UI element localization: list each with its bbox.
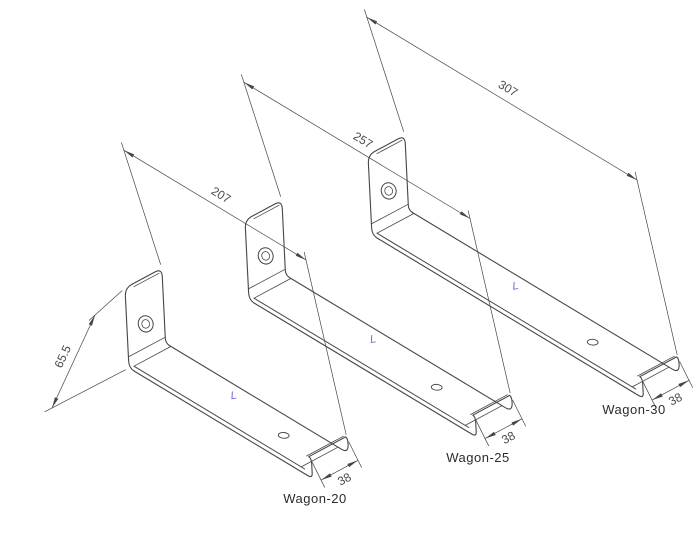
arm-bend-tangent-edge	[133, 346, 172, 367]
extension-line	[364, 9, 404, 132]
dimension-arrowhead	[485, 431, 496, 439]
plate-bend-tangent-edge	[128, 336, 166, 358]
dim-text-width: 38	[499, 428, 518, 447]
dimension-arrowhead	[366, 17, 378, 25]
dimension-line	[243, 81, 471, 219]
dimension-arrowhead	[52, 397, 59, 408]
dimension-arrowhead	[243, 82, 255, 90]
dim-text-height: 65.5	[51, 343, 74, 370]
dimension-arrowhead	[511, 418, 522, 426]
lip-bend-tangent-edge	[464, 405, 503, 426]
plate-top-thickness-edge	[133, 272, 160, 288]
arm-bend-tangent-edge	[253, 278, 292, 299]
dimension-arrowhead	[88, 315, 95, 326]
part-label: Wagon-30	[602, 402, 666, 417]
dimension-line	[51, 314, 96, 409]
bracket-outline	[244, 202, 513, 436]
dimension-arrowhead	[295, 252, 306, 260]
dimension-arrowhead	[459, 211, 470, 219]
arm-hole	[430, 383, 443, 391]
extension-line	[121, 142, 161, 265]
arm-near-top-edge	[376, 232, 637, 390]
bracket-group-wagon-30: 307 38 L Wagon-30	[364, 9, 693, 417]
dimension-line	[123, 149, 307, 261]
plate-hole	[380, 182, 397, 200]
extension-line	[88, 290, 123, 321]
arm-hole	[277, 432, 290, 439]
extension-line	[679, 361, 693, 388]
plate-hole	[257, 247, 274, 265]
plate-hole	[137, 315, 154, 333]
lip-top-inner-edge	[637, 355, 675, 377]
dimension-arrowhead	[652, 393, 663, 401]
extension-line	[634, 171, 678, 355]
arm-near-top-edge	[253, 297, 470, 428]
dimension-arrowhead	[626, 172, 637, 180]
dim-text-width: 38	[666, 390, 685, 409]
plate-hole-countersink	[384, 186, 394, 196]
dimension-arrowhead	[123, 150, 135, 158]
plate-bend-tangent-edge	[248, 268, 286, 290]
extension-line	[512, 400, 526, 427]
arm-hole	[586, 338, 599, 346]
orientation-mark: L	[369, 333, 377, 346]
bracket-outline	[367, 137, 680, 398]
lip-top-inner-edge	[306, 435, 344, 457]
dim-text-width: 38	[335, 470, 354, 489]
lip-top-inner-edge	[470, 394, 508, 415]
extension-line	[311, 461, 326, 488]
plate-top-thickness-edge	[376, 139, 403, 155]
extension-line	[303, 251, 347, 435]
bracket-group-wagon-25: 257 38 L Wagon-25	[241, 74, 526, 465]
dimension-line	[366, 16, 638, 181]
orientation-mark: L	[230, 390, 238, 403]
dim-text-length: 307	[496, 77, 521, 99]
extension-line	[241, 74, 281, 197]
extension-line	[467, 210, 511, 394]
extension-line	[642, 381, 657, 408]
bracket-outline	[124, 270, 349, 478]
dimension-arrowhead	[347, 460, 358, 468]
plate-hole-countersink	[141, 319, 151, 329]
part-label: Wagon-25	[446, 450, 510, 465]
bracket-group-wagon-20: 207 38 65.5L Wagon-20	[44, 142, 362, 506]
part-label: Wagon-20	[283, 491, 347, 506]
arm-near-top-edge	[133, 365, 306, 470]
plate-top-thickness-edge	[253, 204, 280, 220]
extension-line	[475, 419, 490, 447]
extension-line	[44, 369, 126, 413]
dimension-arrowhead	[678, 380, 689, 388]
extension-line	[348, 441, 362, 468]
dim-text-length: 257	[351, 129, 376, 151]
dimension-arrowhead	[321, 473, 332, 481]
lip-bend-tangent-edge	[631, 366, 670, 388]
dim-text-length: 207	[209, 184, 234, 206]
orientation-mark: L	[512, 280, 520, 293]
lip-bend-tangent-edge	[300, 446, 339, 468]
plate-bend-tangent-edge	[371, 203, 409, 225]
plate-hole-countersink	[261, 251, 271, 261]
arm-bend-tangent-edge	[376, 213, 415, 234]
